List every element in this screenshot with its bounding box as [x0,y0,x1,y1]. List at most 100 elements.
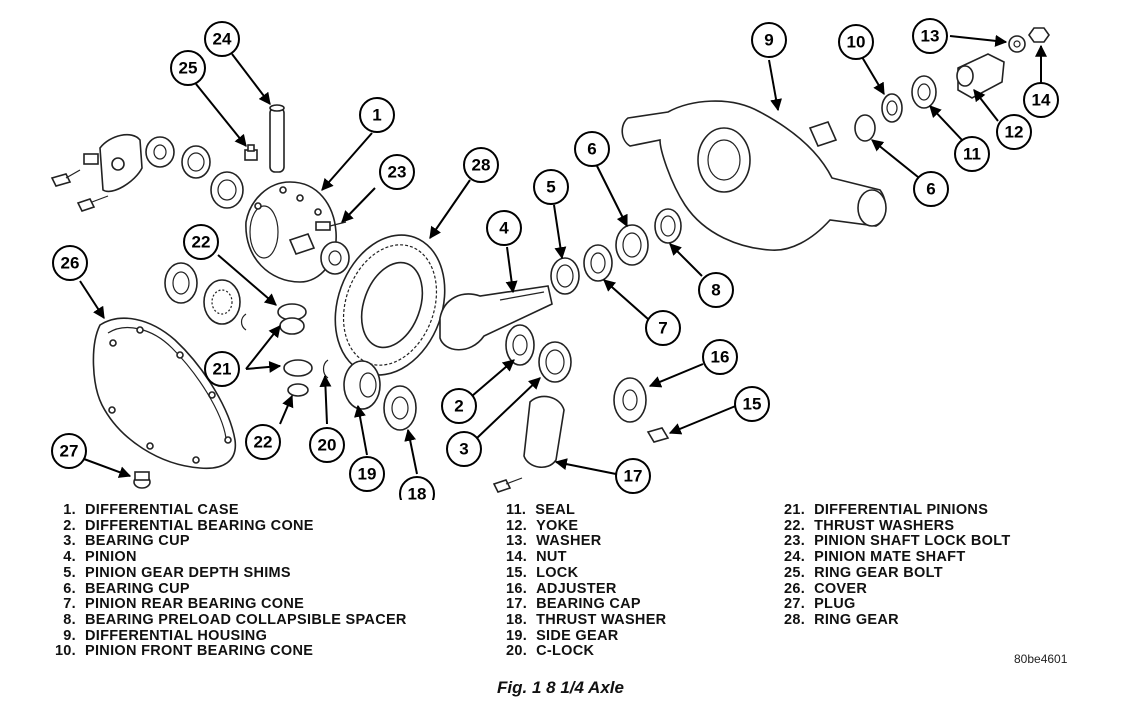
legend-item: 4.PINION [54,549,407,566]
legend-item: 15. LOCK [506,564,666,582]
legend-item-label: DIFFERENTIAL CASE [85,502,239,518]
legend-item-number: 12. [506,517,528,534]
legend-item-label: PINION [85,549,137,566]
legend-item-number: 14. [506,549,528,566]
legend-item-label: SEAL [535,502,576,518]
legend-item-number: 3. [63,533,76,550]
callout-14: 14 [1023,82,1059,118]
svg-text:10: 10 [847,33,866,52]
legend-item-number: 5. [63,564,76,581]
legend-item: 23.PINION SHAFT LOCK BOLT [784,534,1011,550]
legend-item-number: 7. [63,596,76,613]
svg-text:6: 6 [926,180,935,199]
legend-item-label: BEARING CUP [85,580,190,597]
svg-text:9: 9 [764,31,773,50]
callout-16: 16 [702,339,738,375]
svg-text:25: 25 [179,59,198,78]
svg-text:17: 17 [624,467,643,486]
callout-18: 18 [399,476,435,500]
callout-7: 7 [645,310,681,346]
legend-item: 7. PINION REAR BEARING CONE [54,596,407,613]
side-gear-left-part [164,262,247,331]
callout-21: 21 [204,351,240,387]
legend-item: 17.BEARING CAP [506,596,666,613]
legend-item-number: 27. [784,596,806,613]
legend-item-label: BEARING PRELOAD COLLAPSIBLE SPACER [85,611,407,628]
legend-item: 3. BEARING CUP [54,534,407,550]
callout-10: 10 [838,24,874,60]
legend-item: 6.BEARING CUP [54,580,407,598]
pinion-front-bearing-part [854,93,903,142]
callout-28: 28 [463,147,499,183]
svg-text:24: 24 [213,30,232,49]
callout-22: 22 [183,224,219,260]
legend-item-number: 26. [784,580,806,597]
legend-item-label: DIFFERENTIAL PINIONS [814,502,989,518]
legend-item-label: RING GEAR BOLT [814,564,943,581]
callout-24: 24 [204,21,240,57]
legend-item: 18.THRUST WASHER [506,612,666,629]
cover-part [92,317,237,470]
bearing-cup-6-part [615,224,649,266]
legend-item: 19.SIDE GEAR [506,627,666,645]
legend-item-number: 2. [63,517,76,534]
legend-item-label: WASHER [536,533,602,550]
pinion-rear-bearing-part [583,244,613,282]
seal-part [911,75,937,109]
legend-item: 13. WASHER [506,534,666,550]
legend-item-number: 1. [63,502,76,518]
svg-text:2: 2 [454,397,463,416]
legend-item-label: RING GEAR [814,611,899,628]
legend-item-number: 24. [784,549,806,566]
svg-text:21: 21 [213,360,232,379]
legend-item-number: 8. [63,611,76,628]
legend-item-label: LOCK [536,564,579,581]
figure-caption: Fig. 1 8 1/4 Axle [497,678,624,697]
svg-text:26: 26 [61,254,80,273]
legend-item-number: 15. [506,564,528,581]
legend-item-label: PINION REAR BEARING CONE [85,596,305,613]
figure-code: 80be4601 [1014,652,1068,666]
legend-item-label: BEARING CUP [85,533,190,550]
callout-25: 25 [170,50,206,86]
legend-item: 5.PINION GEAR DEPTH SHIMS [54,564,407,582]
left-bearing-cap-part [50,133,143,212]
legend-item: 16.ADJUSTER [506,580,666,598]
svg-text:27: 27 [60,442,79,461]
yoke-part [956,53,1005,99]
washer-part [1008,35,1026,53]
callout-15: 15 [734,386,770,422]
collapsible-spacer-part [654,208,682,244]
legend-item: 21.DIFFERENTIAL PINIONS [784,502,1011,519]
legend-item-number: 23. [784,533,806,550]
legend-item-number: 13. [506,533,528,550]
exploded-diagram: 1 2 3 4 5 6 6 7 8 9 10 11 12 13 14 15 16… [50,18,1059,500]
callout-22b: 22 [245,424,281,460]
svg-text:12: 12 [1005,123,1024,142]
legend-item: 26.COVER [784,580,1011,598]
ring-gear-part [334,234,446,376]
callout-12: 12 [996,114,1032,150]
svg-text:16: 16 [711,348,730,367]
svg-text:8: 8 [711,281,720,300]
legend-item-label: PINION MATE SHAFT [814,549,966,566]
callout-19: 19 [349,456,385,492]
legend-item: 9.DIFFERENTIAL HOUSING [54,628,407,645]
legend-item-label: ADJUSTER [536,580,617,597]
differential-case-part [245,181,350,283]
svg-text:23: 23 [388,163,407,182]
differential-bearing-cone-part [505,324,535,366]
legend-item: 1. DIFFERENTIAL CASE [54,502,407,519]
callout-20: 20 [309,427,345,463]
callout-27: 27 [51,433,87,469]
svg-text:5: 5 [546,178,555,197]
legend-item-label: THRUST WASHERS [814,517,955,534]
legend-item-number: 19. [506,627,528,644]
differential-pinions-part [277,303,329,397]
legend-item: 8. BEARING PRELOAD COLLAPSIBLE SPACER [54,611,407,629]
callout-3: 3 [446,431,482,467]
callout-6: 6 [574,131,610,167]
legend-item-label: YOKE [536,517,579,534]
